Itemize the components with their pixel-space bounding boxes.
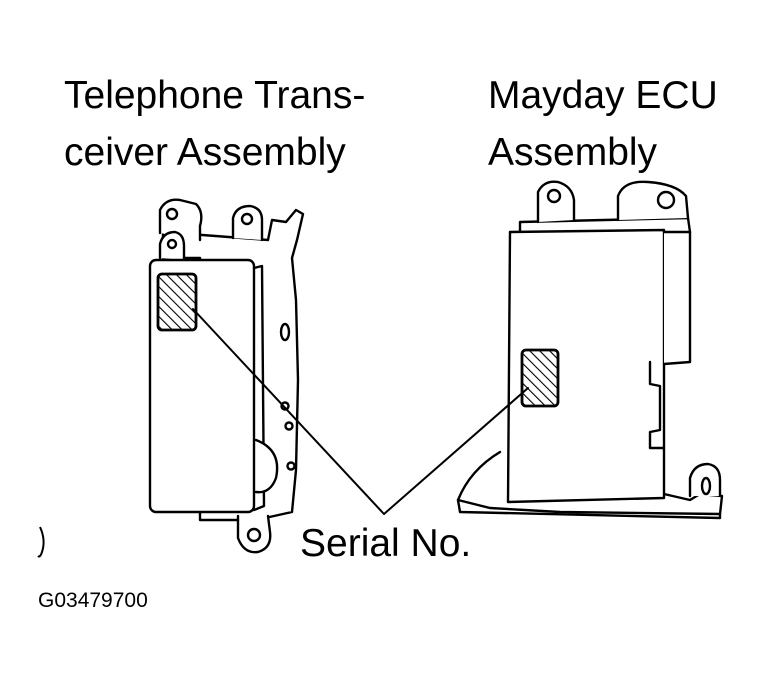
transceiver-tab-hole-left xyxy=(165,207,179,221)
transceiver-bottom-ear-hole xyxy=(246,527,262,543)
ecu-serial-plate xyxy=(520,348,560,408)
ecu-top-flange xyxy=(518,216,692,234)
transceiver-bracket-hole-2 xyxy=(284,421,294,431)
ecu-top-ear-left-hole xyxy=(546,188,562,204)
leader-line-transceiver xyxy=(192,308,385,515)
ecu-top-ear-right-hole xyxy=(656,190,676,210)
transceiver-tab-hole-middle xyxy=(240,212,254,226)
ecu-side-lip xyxy=(662,230,692,366)
telephone-transceiver-assembly xyxy=(148,198,305,554)
telephone-label-line1: Telephone Trans- xyxy=(64,74,366,117)
mayday-label-line1: Mayday ECU xyxy=(488,74,718,117)
telephone-label-line2: ceiver Assembly xyxy=(64,131,346,174)
transceiver-serial-plate xyxy=(156,272,198,332)
serial-leader-lines xyxy=(192,308,529,515)
transceiver-side-bulge xyxy=(254,438,279,494)
serial-number-label: Serial No. xyxy=(300,522,472,565)
edge-mark xyxy=(37,526,45,558)
mayday-ecu-assembly xyxy=(456,180,724,520)
transceiver-front-ear-hole xyxy=(166,238,178,250)
transceiver-bracket-hole-1 xyxy=(280,401,290,411)
ecu-base-plate-edge xyxy=(456,498,722,520)
ecu-body xyxy=(506,228,666,504)
leader-line-ecu xyxy=(383,387,529,515)
figure-code: G03479700 xyxy=(38,589,148,612)
transceiver-side-panel xyxy=(252,264,266,512)
ecu-top-ear-right xyxy=(616,180,690,222)
mayday-label-line2: Assembly xyxy=(488,131,658,174)
ecu-bottom-ear-hole xyxy=(700,476,712,496)
ecu-connector xyxy=(648,360,666,450)
transceiver-bracket-slot xyxy=(279,322,291,342)
transceiver-bracket-hole-3 xyxy=(286,461,296,471)
